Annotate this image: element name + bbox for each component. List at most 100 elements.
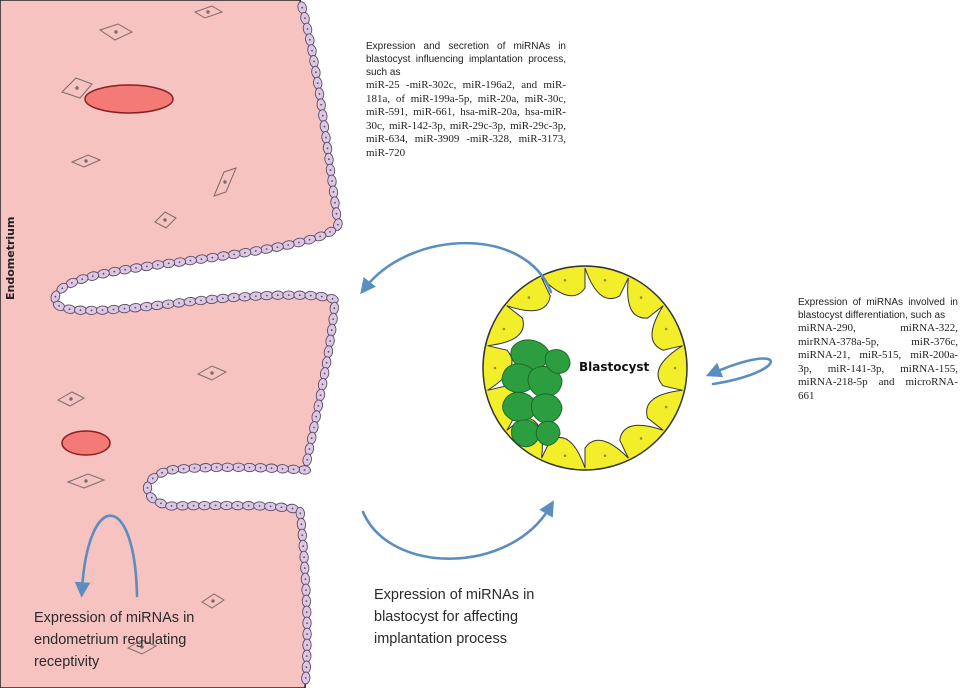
epithelial-nucleus — [222, 298, 224, 300]
epithelial-nucleus — [80, 309, 82, 311]
epithelial-nucleus — [319, 236, 321, 238]
epithelial-nucleus — [334, 202, 336, 204]
epithelial-nucleus — [331, 180, 333, 182]
blastocyst-label: Blastocyst — [579, 360, 649, 374]
epithelial-nucleus — [160, 503, 162, 505]
blastocyst-implantation-text: Expression of miRNAs in blastocyst for a… — [374, 584, 574, 650]
epithelial-nucleus — [331, 329, 333, 331]
epithelial-nucleus — [315, 71, 317, 73]
differentiation-mirna-list: miRNA-290, miRNA-322, mirRNA-378a-5p, mi… — [798, 322, 958, 403]
trophoblast-nucleus — [674, 367, 677, 370]
epithelial-nucleus — [332, 318, 334, 320]
epithelial-nucleus — [328, 351, 330, 353]
trophoblast-nucleus — [665, 328, 668, 331]
epithelial-nucleus — [113, 309, 115, 311]
epithelial-nucleus — [146, 306, 148, 308]
epithelial-nucleus — [152, 478, 154, 480]
epithelial-nucleus — [311, 437, 313, 439]
epithelial-nucleus — [156, 305, 158, 307]
epithelial-nucleus — [287, 244, 289, 246]
epithelial-nucleus — [227, 466, 229, 468]
epithelial-nucleus — [178, 302, 180, 304]
epithelial-nucleus — [216, 467, 218, 469]
epithelial-nucleus — [330, 169, 332, 171]
epithelial-nucleus — [271, 467, 273, 469]
epithelial-nucleus — [322, 383, 324, 385]
epithelial-nucleus — [303, 556, 305, 558]
secretion-header: Expression and secretion of miRNAs in bl… — [366, 40, 566, 79]
trophoblast-nucleus — [604, 279, 607, 282]
epithelial-nucleus — [302, 545, 304, 547]
epithelial-nucleus — [248, 505, 250, 507]
epithelial-nucleus — [327, 147, 329, 149]
epithelial-nucleus — [161, 472, 163, 474]
epithelial-nucleus — [147, 487, 149, 489]
epithelial-nucleus — [332, 298, 334, 300]
epithelial-nucleus — [194, 467, 196, 469]
epithelial-nucleus — [124, 308, 126, 310]
blastocyst-differentiation-text: Expression of miRNAs involved in blastoc… — [798, 296, 958, 403]
epithelial-nucleus — [309, 239, 311, 241]
epithelial-nucleus — [179, 261, 181, 263]
epithelial-nucleus — [183, 468, 185, 470]
epithelial-nucleus — [69, 308, 71, 310]
epithelial-nucleus — [92, 275, 94, 277]
epithelial-nucleus — [102, 309, 104, 311]
curved-arrow-icon — [363, 507, 550, 559]
epithelial-nucleus — [306, 655, 308, 657]
epithelial-nucleus — [306, 622, 308, 624]
epithelial-nucleus — [211, 299, 213, 301]
epithelial-nucleus — [306, 459, 308, 461]
epithelial-nucleus — [190, 260, 192, 262]
epithelial-nucleus — [171, 505, 173, 507]
epithelial-nucleus — [324, 373, 326, 375]
epithelial-nucleus — [244, 252, 246, 254]
epithelial-nucleus — [333, 191, 335, 193]
epithelial-nucleus — [113, 271, 115, 273]
epithelial-nucleus — [304, 567, 306, 569]
epithelial-nucleus — [266, 295, 268, 297]
epithelial-nucleus — [293, 468, 295, 470]
epithelial-nucleus — [333, 307, 335, 309]
epithelial-nucleus — [281, 506, 283, 508]
epithelial-nucleus — [309, 39, 311, 41]
epithelial-nucleus — [336, 213, 338, 215]
epithelial-nucleus — [277, 246, 279, 248]
epithelial-nucleus — [168, 263, 170, 265]
epithelial-nucleus — [233, 254, 235, 256]
epithelial-nucleus — [233, 297, 235, 299]
epithelial-nucleus — [326, 362, 328, 364]
epithelial-nucleus — [319, 93, 321, 95]
epithelial-nucleus — [306, 611, 308, 613]
epithelial-nucleus — [282, 468, 284, 470]
epithelial-nucleus — [135, 307, 137, 309]
epithelial-nucleus — [58, 305, 60, 307]
blastocyst-secretion-text: Expression and secretion of miRNAs in bl… — [366, 40, 566, 160]
epithelial-nucleus — [292, 508, 294, 510]
epithelial-nucleus — [226, 505, 228, 507]
epithelial-nucleus — [146, 266, 148, 268]
epithelial-nucleus — [55, 296, 57, 298]
epithelial-nucleus — [255, 250, 257, 252]
epithelial-nucleus — [135, 267, 137, 269]
epithelial-nucleus — [307, 28, 309, 30]
epithelial-nucleus — [317, 405, 319, 407]
epithelial-nucleus — [337, 224, 339, 226]
epithelial-nucleus — [259, 505, 261, 507]
epithelial-nucleus — [324, 126, 326, 128]
epithelial-nucleus — [266, 248, 268, 250]
epithelial-nucleus — [310, 295, 312, 297]
epithelial-nucleus — [311, 50, 313, 52]
epithelial-nucleus — [124, 269, 126, 271]
epithelial-nucleus — [306, 644, 308, 646]
epithelial-nucleus — [328, 158, 330, 160]
blood-vessel-icon — [62, 431, 110, 455]
epithelial-nucleus — [299, 294, 301, 296]
trophoblast-nucleus — [564, 454, 567, 457]
epithelial-nucleus — [71, 282, 73, 284]
epithelial-nucleus — [321, 296, 323, 298]
epithelial-nucleus — [301, 7, 303, 9]
epithelial-nucleus — [200, 300, 202, 302]
epithelial-nucleus — [270, 506, 272, 508]
epithelial-nucleus — [315, 416, 317, 418]
